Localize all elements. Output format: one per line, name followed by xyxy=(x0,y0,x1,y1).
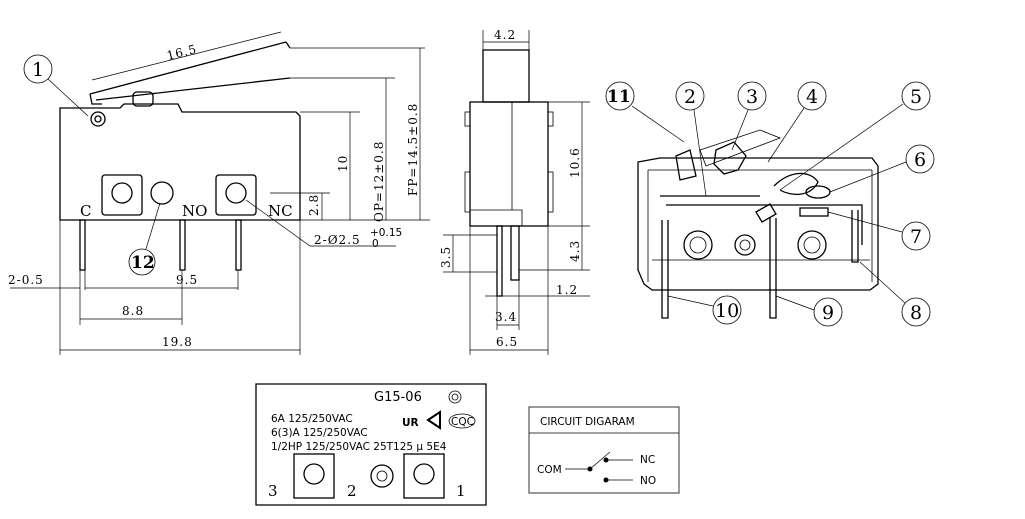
dim-side-width: 6.5 xyxy=(496,335,518,349)
dim-lever-length: 16.5 xyxy=(165,42,198,63)
ul-mark-icon: UR xyxy=(402,417,419,429)
circuit-no: NO xyxy=(640,475,656,487)
label-terminal-3 xyxy=(293,453,335,499)
actuator-button xyxy=(132,91,154,107)
label-nc: NC xyxy=(268,202,293,220)
pin-c xyxy=(79,219,86,271)
dim-pin-span: 3.4 xyxy=(495,310,517,324)
side-body xyxy=(469,101,549,227)
pivot-inner xyxy=(94,115,102,123)
section-hole-mid xyxy=(734,234,756,256)
dim-height: 10 xyxy=(336,155,350,172)
label-terminal-1 xyxy=(403,453,445,499)
label-no: NO xyxy=(182,202,207,220)
contact-spring xyxy=(773,172,819,195)
callout-4: 4 xyxy=(806,86,818,108)
front-view: C NO NC 16.5 10 OP=12±0.8 FP=14.5±0.8 2.… xyxy=(8,31,430,355)
dim-top-width: 4.2 xyxy=(494,28,516,42)
section-view: 11 2 3 4 5 6 7 8 9 10 xyxy=(605,81,935,327)
side-pin-left xyxy=(496,225,503,297)
callout-2: 2 xyxy=(684,86,696,108)
dim-pitch-b: 8.8 xyxy=(122,304,144,318)
circuit-com: COM xyxy=(537,464,562,476)
label-rating-2: 6(3)A 125/250VAC xyxy=(271,427,368,439)
switch-arm xyxy=(565,451,611,470)
callout-1: 1 xyxy=(32,59,44,81)
section-housing xyxy=(637,157,879,291)
dim-pin-len-right: 4.3 xyxy=(568,240,582,262)
plunger xyxy=(482,49,530,103)
dim-pin-len-left: 3.5 xyxy=(439,246,453,268)
terminal-nc-hole xyxy=(225,182,247,204)
dim-hole-tol-upper: +0.15 xyxy=(370,227,402,239)
label-terminal-2 xyxy=(370,464,394,488)
plunger-section xyxy=(713,141,747,175)
callout-12: 12 xyxy=(131,253,155,273)
callout-10: 10 xyxy=(715,300,739,322)
pin-no xyxy=(179,219,186,271)
dim-width: 19.8 xyxy=(162,335,193,349)
label-plate: G15-06 6A 125/250VAC 6(3)A 125/250VAC 1/… xyxy=(255,383,487,506)
lever-bottom xyxy=(95,77,291,101)
dim-pitch-a: 9.5 xyxy=(176,273,198,287)
section-hole-left xyxy=(683,230,713,260)
callout-11: 11 xyxy=(607,87,631,107)
terminal-c-window xyxy=(101,174,143,216)
pin-nc xyxy=(235,219,242,271)
callout-5: 5 xyxy=(910,86,922,108)
callout-7: 7 xyxy=(910,226,922,248)
section-hole-right xyxy=(797,230,827,260)
section-pin-left xyxy=(661,220,669,319)
circuit-diagram: CIRCUIT DIGARAM COM NC NO xyxy=(528,406,680,494)
dim-body-height: 10.6 xyxy=(568,147,582,178)
side-pin-right xyxy=(510,225,520,281)
dim-fp: FP=14.5±0.8 xyxy=(406,103,420,196)
ce-mark-icon xyxy=(426,410,441,430)
label-term-3: 3 xyxy=(268,482,278,500)
rivet-12 xyxy=(150,181,174,205)
label-rating-1: 6A 125/250VAC xyxy=(271,413,353,425)
lever-top xyxy=(89,41,287,95)
dim-pin-thickness: 1.2 xyxy=(556,283,578,297)
lever-arm xyxy=(699,129,782,167)
terminal-c-hole xyxy=(111,182,133,204)
dim-hole-tol-lower: 0 xyxy=(372,238,379,250)
callout-3: 3 xyxy=(746,86,758,108)
cqc-mark-icon: CQC xyxy=(451,416,474,428)
dim-pin-offset: 2.8 xyxy=(307,194,321,216)
dim-op: OP=12±0.8 xyxy=(372,141,386,222)
label-rating-3: 1/2HP 125/250VAC 25T125 µ 5E4 xyxy=(271,441,447,453)
callout-9: 9 xyxy=(822,302,834,324)
callout-8: 8 xyxy=(910,302,922,324)
circuit-title: CIRCUIT DIGARAM xyxy=(540,416,635,428)
label-c: C xyxy=(80,202,91,220)
dim-hole-spec: 2-Ø2.5 xyxy=(314,233,361,247)
pivot-outer xyxy=(90,111,106,127)
circuit-nc: NC xyxy=(640,454,655,466)
side-view: 4.2 10.6 3.5 4.3 1.2 3.4 6.5 xyxy=(439,28,590,355)
label-model: G15-06 xyxy=(374,390,422,405)
terminal-nc-window xyxy=(215,174,257,216)
dim-pin-width: 2-0.5 xyxy=(8,273,44,287)
label-term-1: 1 xyxy=(456,482,466,500)
callout-6: 6 xyxy=(914,149,926,171)
label-term-2: 2 xyxy=(347,482,357,500)
section-pin-mid xyxy=(769,218,777,319)
